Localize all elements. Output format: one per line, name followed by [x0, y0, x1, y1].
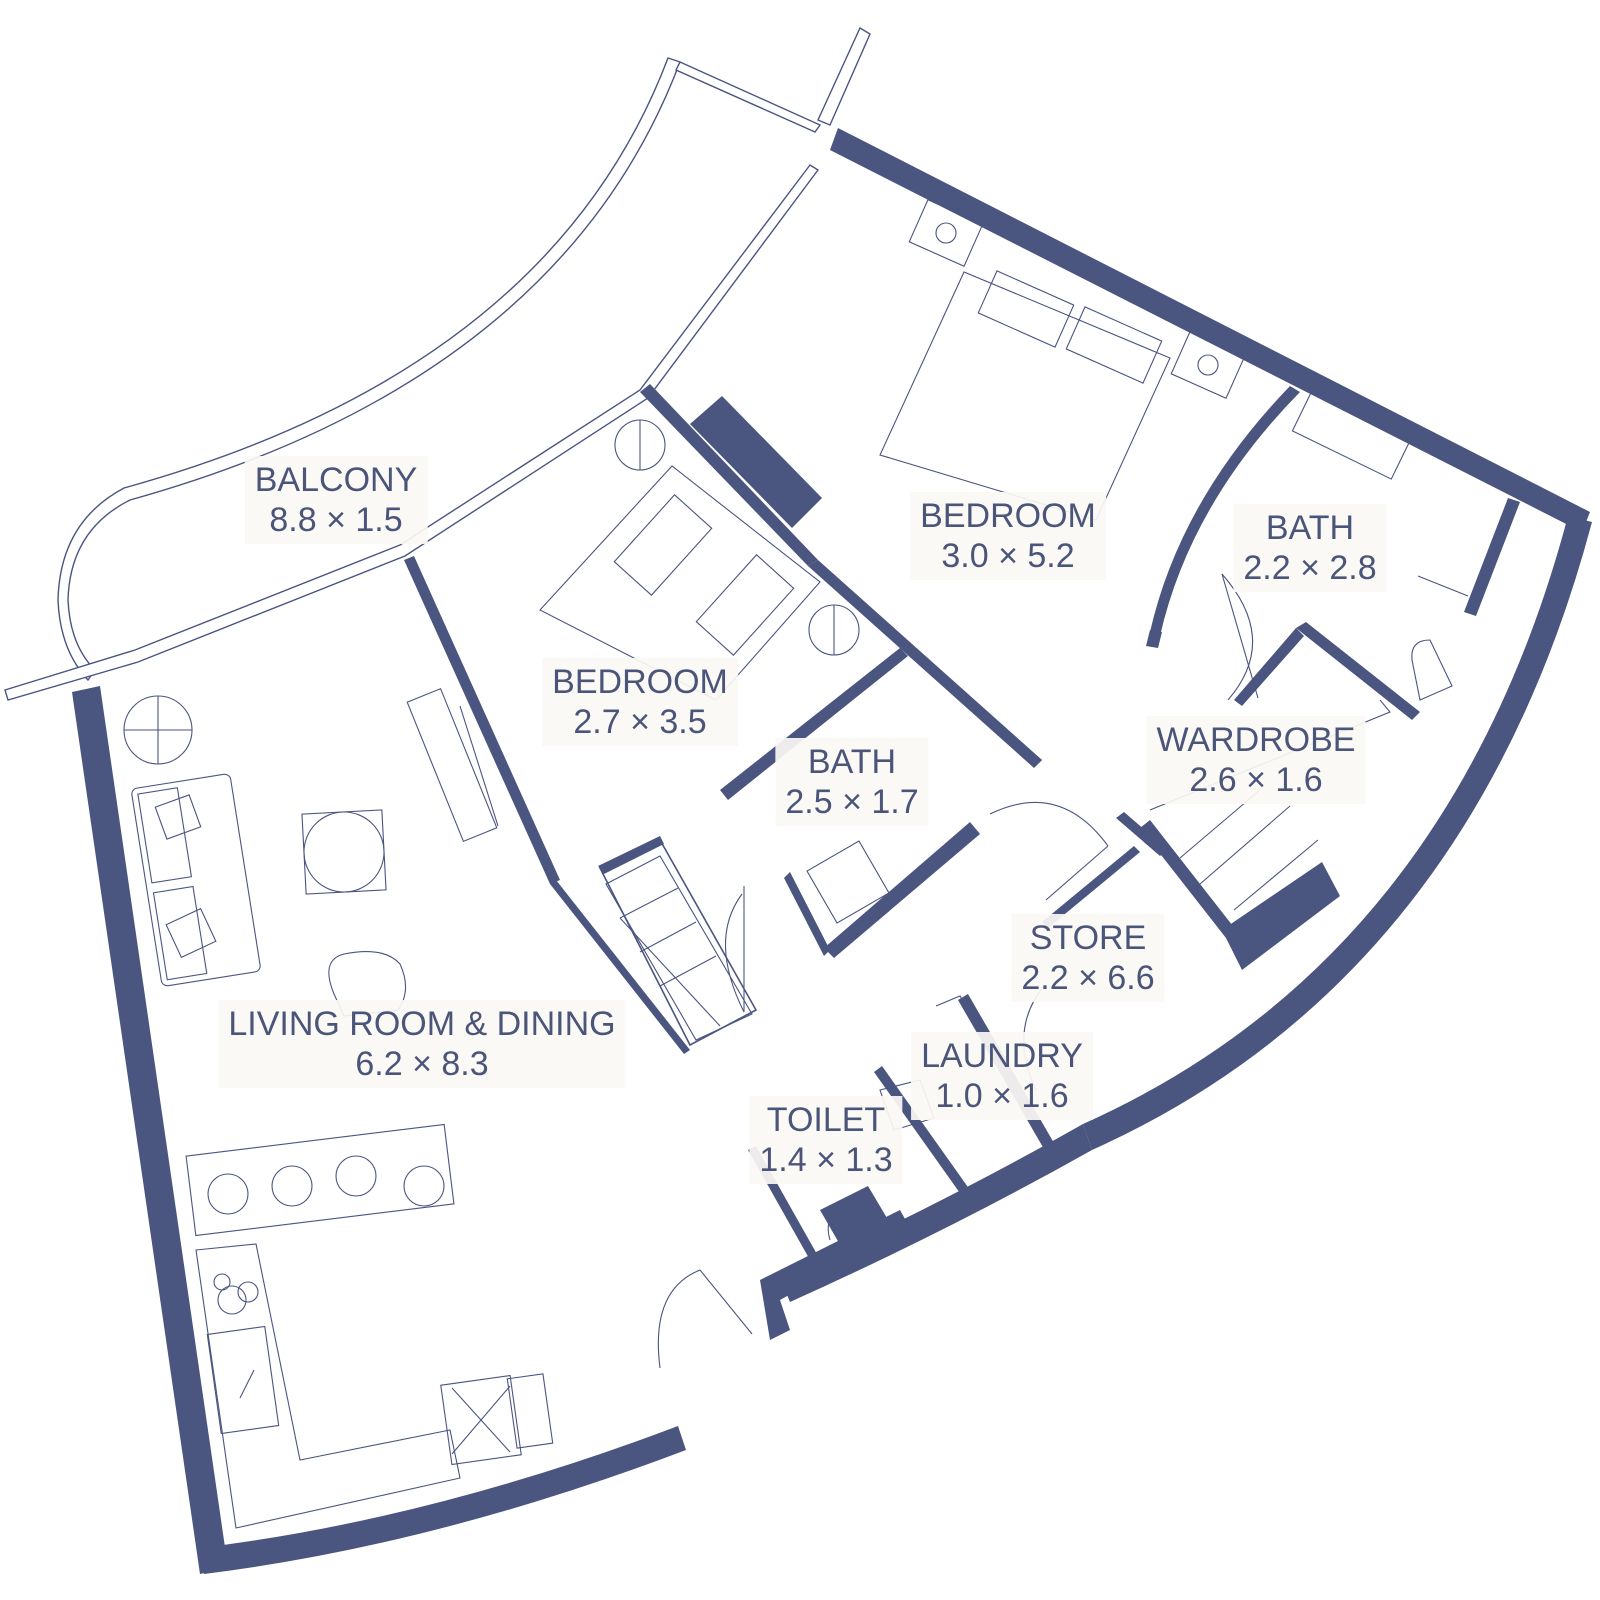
living-furniture [123, 688, 554, 1529]
room-size: 1.4 × 1.3 [759, 1141, 893, 1179]
room-name: LIVING ROOM & DINING [228, 1005, 616, 1043]
room-name: BEDROOM [552, 663, 728, 701]
room-label-bath-master: BATH 2.2 × 2.8 [1233, 504, 1387, 592]
room-size: 2.7 × 3.5 [573, 703, 707, 741]
room-size: 2.2 × 2.8 [1243, 549, 1377, 587]
room-label-bath-second: BATH 2.5 × 1.7 [775, 738, 929, 826]
room-name: TOILET [766, 1101, 886, 1139]
room-name: BATH [1265, 509, 1355, 547]
room-size: 2.5 × 1.7 [785, 783, 919, 821]
room-label-balcony: BALCONY 8.8 × 1.5 [244, 456, 428, 544]
room-name: STORE [1029, 919, 1147, 957]
room-label-bedroom-master: BEDROOM 3.0 × 5.2 [910, 492, 1106, 580]
room-size: 2.2 × 6.6 [1021, 959, 1155, 997]
room-size: 8.8 × 1.5 [269, 501, 403, 539]
room-name: BEDROOM [920, 497, 1096, 535]
bath-fixtures [806, 376, 1469, 1131]
exterior-walls [72, 128, 1592, 1574]
room-label-wardrobe: WARDROBE 2.6 × 1.6 [1146, 716, 1366, 804]
room-name: LAUNDRY [921, 1037, 1083, 1075]
room-label-store: STORE 2.2 × 6.6 [1011, 914, 1165, 1002]
interior-walls [404, 384, 1520, 1260]
room-size: 2.6 × 1.6 [1189, 761, 1323, 799]
balcony-railing [4, 26, 871, 701]
room-size: 6.2 × 8.3 [355, 1045, 489, 1083]
room-name: BALCONY [254, 461, 418, 499]
room-label-toilet: TOILET 1.4 × 1.3 [749, 1096, 903, 1184]
room-size: 1.0 × 1.6 [935, 1077, 1069, 1115]
room-label-laundry: LAUNDRY 1.0 × 1.6 [911, 1032, 1093, 1120]
room-label-living-dining: LIVING ROOM & DINING 6.2 × 8.3 [218, 1000, 626, 1088]
room-name: WARDROBE [1156, 721, 1356, 759]
room-size: 3.0 × 5.2 [941, 537, 1075, 575]
room-label-bedroom-second: BEDROOM 2.7 × 3.5 [542, 658, 738, 746]
room-name: BATH [807, 743, 897, 781]
